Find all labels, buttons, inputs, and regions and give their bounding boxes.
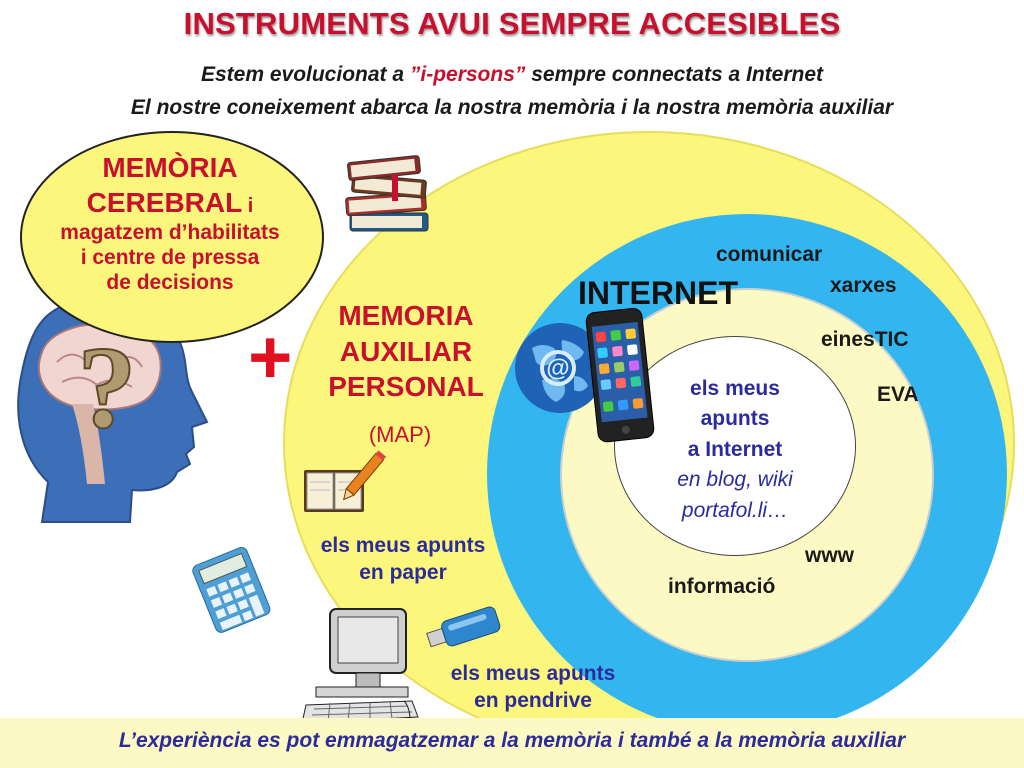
ring-label-eva: EVA [877,383,919,406]
pendrive-notes-line1: els meus apunts [450,662,616,685]
online-notes-line3: a Internet [687,437,783,461]
brain-memory-ellipse [20,131,324,343]
ring-label-www: www [805,544,855,567]
subtitle-2: El nostre coneixement abarca la nostra m… [130,96,894,119]
usb-pendrive-icon [426,606,501,648]
auxiliary-memory-line1: MEMORIA [338,300,474,331]
brain-memory-line2: CEREBRAL i [20,185,320,220]
brain-memory-label: MEMÒRIA CEREBRAL i magatzem d’habilitats… [20,150,320,296]
subtitle-1-before: Estem evolucionat a [200,63,410,86]
brain-memory-line2-suffix: i [242,195,254,217]
footer-band [0,718,1024,768]
online-notes-line1: els meus [690,377,780,400]
auxiliary-memory-line3: PERSONAL [328,371,484,403]
auxiliary-memory-abbr: (MAP) [368,422,432,447]
pendrive-notes-label: els meus apunts en pendrive [420,660,646,715]
svg-text:?: ? [78,322,137,453]
online-notes-line5: portafol.li… [681,498,789,522]
svg-text:@: @ [546,355,569,382]
paper-notes-label: els meus apunts en paper [298,532,508,587]
notebook-pencil-icon [304,450,387,512]
brain-memory-line4: i centre de pressa [80,246,260,270]
brain-memory-line1: MEMÒRIA [102,152,238,183]
subtitle-1: Estem evolucionat a ”i-persons” sempre c… [0,63,1024,87]
ring-label-xarxes: xarxes [830,274,897,297]
subtitle-1-after: sempre connectats a Internet [525,63,824,86]
internet-label: INTERNET [578,275,738,311]
plus-sign: + [248,315,293,400]
pendrive-notes-line2: en pendrive [474,689,592,713]
ring-label-informacio: informació [668,575,776,598]
online-notes-label: els meus apunts a Internet en blog, wiki… [650,374,820,526]
ring-label-einestic: einesTIC [821,328,909,351]
head-brain-icon: ? [17,296,209,523]
books-icon [345,155,429,232]
online-notes-circle [614,336,856,556]
online-notes-line4: en blog, wiki [677,468,793,492]
online-notes-line2: apunts [700,407,770,431]
auxiliary-memory-label: MEMORIA AUXILIAR PERSONAL [300,298,512,405]
computer-icon [301,608,420,734]
globe-icon: @ [515,323,605,413]
auxiliary-memory-line2: AUXILIAR [339,335,473,367]
brain-memory-line2-main: CEREBRAL [86,187,243,218]
brain-memory-line3: magatzem d’habilitats [60,221,280,244]
smartphone-icon [585,307,655,443]
footer-text: L’experiència es pot emmagatzemar a la m… [118,729,906,752]
brain-memory-line5: de decisions [106,271,234,295]
ring-label-comunicar: comunicar [716,243,823,266]
paper-notes-line1: els meus apunts [320,534,486,557]
page-title: INSTRUMENTS AVUI SEMPRE ACCESIBLES [183,6,841,41]
paper-notes-line2: en paper [359,561,447,585]
calculator-icon [192,546,271,633]
subtitle-1-highlight: ”i-persons” [409,63,526,86]
